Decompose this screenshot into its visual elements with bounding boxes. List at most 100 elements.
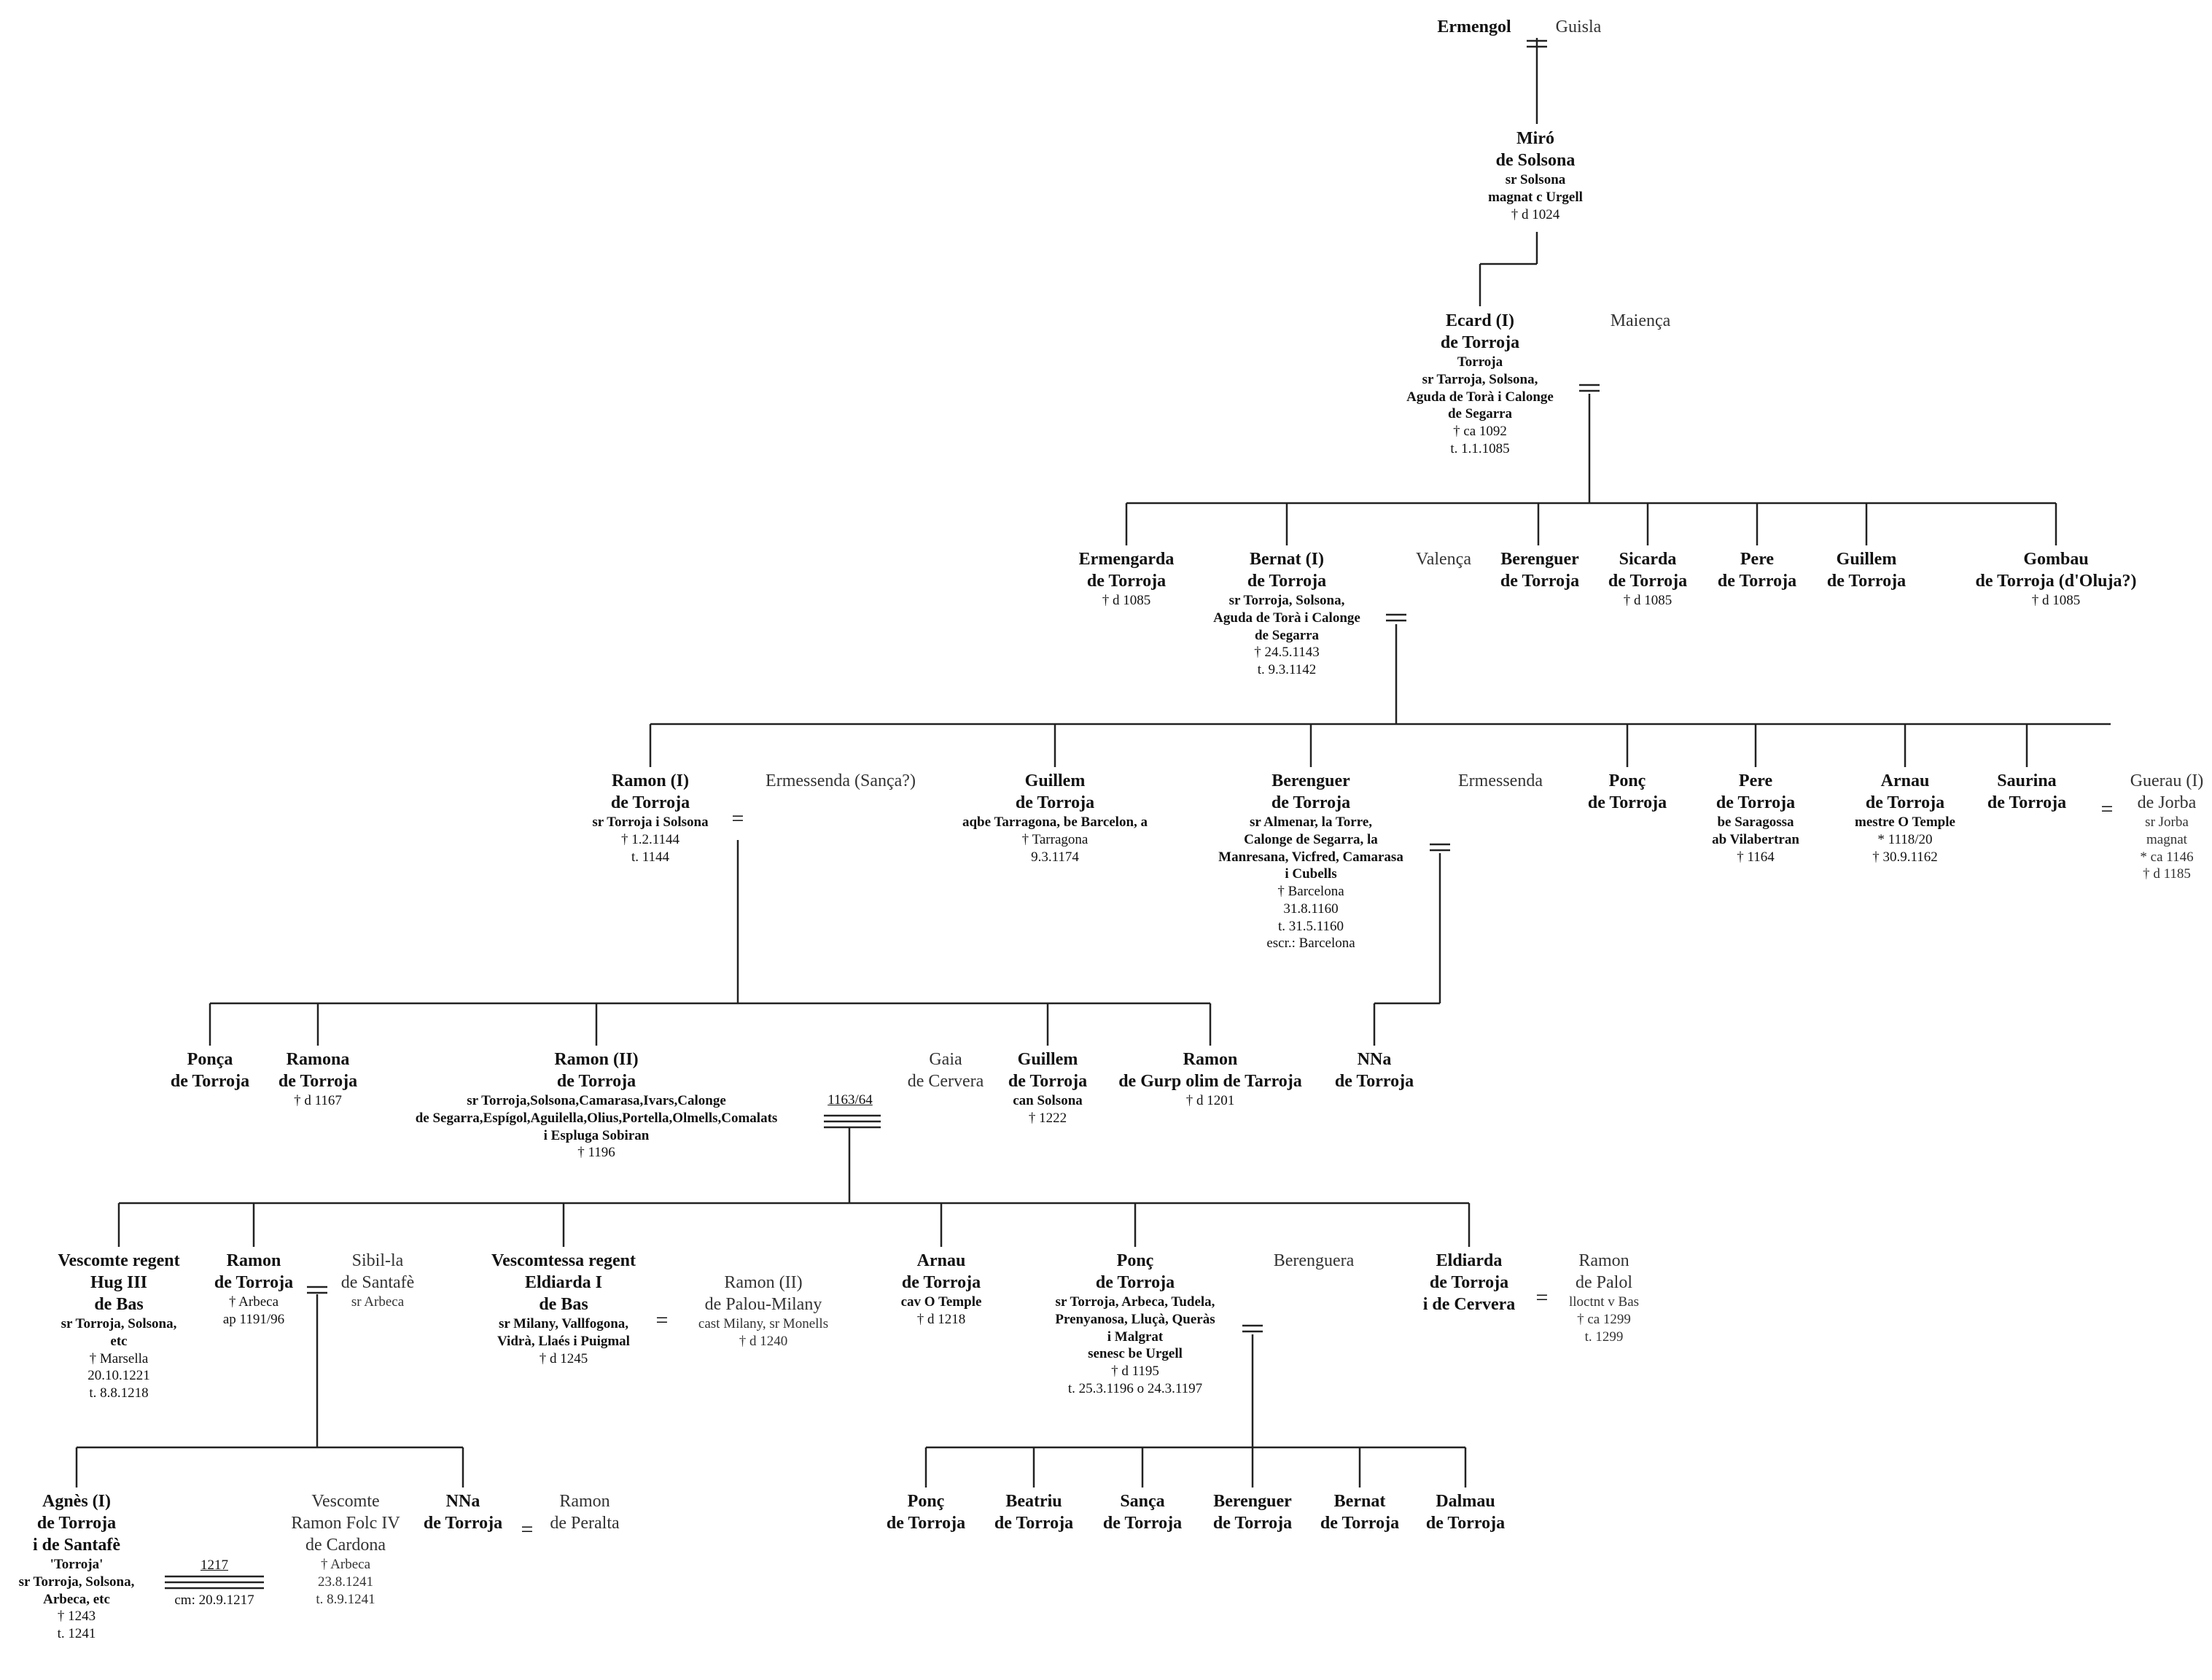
spouse-maienca: Maiença <box>1611 310 1671 332</box>
person-name: Arnau <box>916 1251 966 1270</box>
person-dates: † d 1085 <box>1102 593 1151 608</box>
person-house: de Torroja <box>1716 793 1796 812</box>
person-title: Arbeca, etc <box>43 1591 110 1607</box>
person-pere: Pere de Torroja <box>1718 548 1796 592</box>
person-title: sr Almenar, la Torre, <box>1249 814 1373 830</box>
person-house: de Torroja <box>1102 1514 1183 1533</box>
person-arnau-master: Arnau de Torroja mestre O Temple * 1118/… <box>1855 770 1955 866</box>
person-name: Guisla <box>1555 18 1602 36</box>
person-title: Aguda de Torà i Calonge <box>1213 610 1360 626</box>
person-bernat-i: Bernat (I) de Torroja sr Torroja, Solson… <box>1213 548 1360 679</box>
person-name: Ponç <box>1608 771 1646 790</box>
person-sanca: Sança de Torroja <box>1103 1490 1182 1534</box>
person-name: Arnau <box>1880 771 1930 790</box>
person-name: Bernat (I) <box>1250 550 1324 569</box>
person-dates: † d 1185 <box>2143 866 2191 882</box>
person-house: de Bas <box>539 1295 588 1314</box>
person-name: Sicarda <box>1619 550 1677 569</box>
person-name: Ponç <box>907 1492 945 1511</box>
person-ponc-child: Ponç de Torroja <box>887 1490 965 1534</box>
person-house: i de Cervera <box>1422 1295 1516 1314</box>
person-dates: ap 1191/96 <box>222 1311 285 1327</box>
person-house: de Torroja <box>994 1514 1074 1533</box>
person-house: de Torroja <box>1008 1072 1088 1091</box>
person-name: Berenguer <box>1500 550 1579 569</box>
person-title: mestre O Temple <box>1855 814 1955 830</box>
person-title: i Espluga Sobiran <box>543 1127 650 1143</box>
person-dates: † ca 1092 <box>1453 424 1507 439</box>
person-dates: t. 31.5.1160 <box>1277 918 1344 934</box>
person-berenguer: Berenguer de Torroja <box>1500 548 1579 592</box>
spouse-ramon-peralta: Ramon de Peralta <box>550 1490 619 1534</box>
person-title: magnat <box>2146 831 2187 847</box>
person-house: de Torroja <box>1865 793 1945 812</box>
person-dates: † d 1218 <box>916 1311 966 1327</box>
person-guillem: Guillem de Torroja <box>1827 548 1906 592</box>
person-dates: 9.3.1174 <box>1031 849 1079 865</box>
person-ramon-arbeca: Ramon de Torroja † Arbeca ap 1191/96 <box>214 1250 293 1329</box>
person-title: sr Torroja, Solsona, <box>61 1316 177 1331</box>
person-dates: † 1164 <box>1737 849 1775 865</box>
person-guillem-archbishop: Guillem de Torroja aqbe Tarragona, be Ba… <box>962 770 1148 866</box>
person-name: Ramon (II) <box>554 1050 639 1069</box>
person-house: de Torroja <box>1015 793 1095 812</box>
person-name: Pere <box>1738 771 1773 790</box>
person-house: de Torroja <box>170 1072 250 1091</box>
person-house: de Peralta <box>550 1514 620 1533</box>
person-dates: † d 1201 <box>1185 1093 1235 1108</box>
person-berenguer-almenar: Berenguer de Torroja sr Almenar, la Torr… <box>1218 770 1403 952</box>
person-title: senesc be Urgell <box>1088 1346 1183 1362</box>
person-title: can Solsona <box>1013 1093 1083 1108</box>
person-dates: t. 1.1.1085 <box>1450 440 1510 456</box>
person-house: de Cardona <box>305 1536 386 1555</box>
person-ponca: Ponça de Torroja <box>171 1049 249 1092</box>
person-name: Ermessenda <box>1458 771 1543 790</box>
person-title: sr Torroja i Solsona <box>592 814 709 830</box>
person-name: Sibil-la <box>351 1251 404 1270</box>
person-name: Ramon <box>226 1251 281 1270</box>
person-agnes: Agnès (I) de Torroja i de Santafè 'Torro… <box>19 1490 135 1643</box>
person-title: sr Tarroja, Solsona, <box>1422 371 1538 387</box>
person-dates: † Marsella <box>89 1350 149 1366</box>
person-dates: † Arbeca <box>228 1294 279 1310</box>
person-house: de Torroja (d'Oluja?) <box>1975 572 2137 591</box>
person-name: Hug III <box>90 1273 148 1292</box>
spouse-sibilla: Sibil-la de Santafè sr Arbeca <box>341 1250 415 1311</box>
person-dates: * ca 1146 <box>2140 849 2194 865</box>
person-name: Pere <box>1740 550 1775 569</box>
person-dalmau: Dalmau de Torroja <box>1426 1490 1505 1534</box>
person-dates: † Arbeca <box>320 1557 371 1572</box>
person-name: Eldiarda I <box>524 1273 603 1292</box>
person-title: cav O Temple <box>900 1294 982 1310</box>
person-name: Saurina <box>1997 771 2057 790</box>
person-title: i Malgrat <box>1107 1329 1164 1345</box>
person-name: Dalmau <box>1436 1492 1495 1511</box>
marriage-sign: = <box>655 1308 669 1332</box>
person-title: be Saragossa <box>1717 814 1794 830</box>
person-title: Calonge de Segarra, la <box>1244 831 1378 847</box>
person-house: de Torroja <box>1440 333 1520 352</box>
person-name: Ermengarda <box>1078 550 1175 569</box>
person-house: de Torroja <box>901 1273 981 1292</box>
person-name: Ramon <box>1183 1050 1238 1069</box>
person-house: de Torroja <box>1429 1273 1509 1292</box>
person-name: Berenguer <box>1271 771 1350 790</box>
spouse-valenca: Valença <box>1416 548 1471 570</box>
person-dates: t. 8.8.1218 <box>89 1385 149 1401</box>
person-dates: † 1196 <box>577 1145 615 1161</box>
person-house: de Santafè <box>340 1273 415 1292</box>
spouse-ramon-folc-iv: Vescomte Ramon Folc IV de Cardona † Arbe… <box>291 1490 400 1608</box>
person-house: de Torroja <box>1425 1514 1506 1533</box>
spouse-ramon-palol: Ramon de Palol lloctnt v Bas † ca 1299 t… <box>1569 1250 1639 1345</box>
person-title: ab Vilabertran <box>1712 831 1799 847</box>
person-house: de Jorba <box>2137 793 2197 812</box>
person-name: Ponça <box>187 1050 233 1069</box>
person-saurina: Saurina de Torroja <box>1987 770 2066 814</box>
person-dates: * 1118/20 <box>1877 831 1933 847</box>
person-house: de Torroja <box>1247 572 1327 591</box>
person-ramon-i: Ramon (I) de Torroja sr Torroja i Solson… <box>592 770 708 866</box>
person-name: NNa <box>1357 1050 1392 1069</box>
person-nna-peralta: NNa de Torroja <box>424 1490 502 1534</box>
person-dates: † d 1245 <box>539 1350 588 1366</box>
